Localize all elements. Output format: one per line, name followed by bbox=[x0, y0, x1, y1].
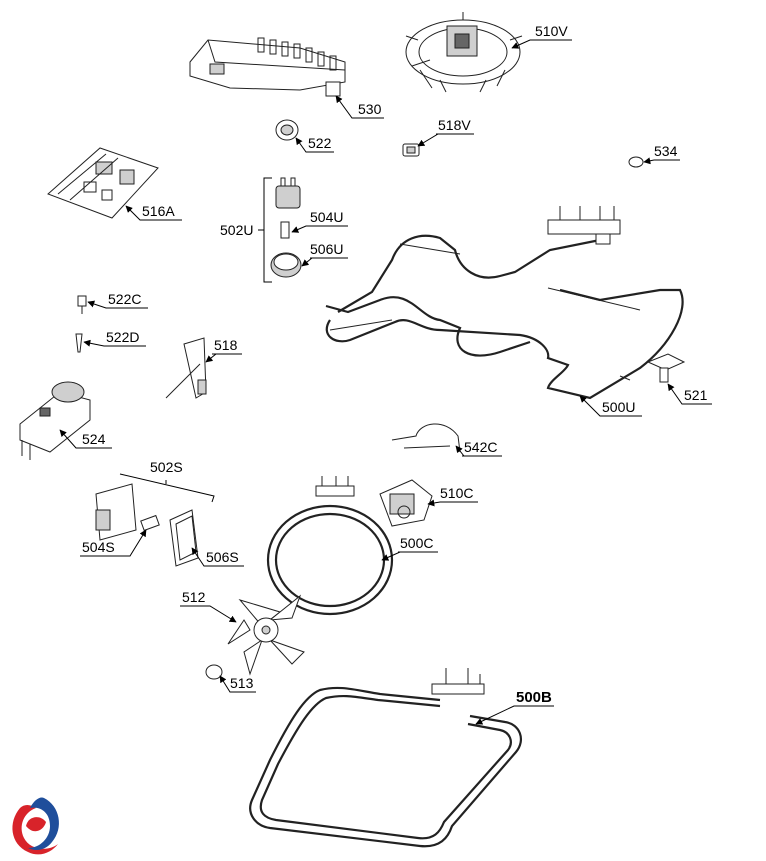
leader-504s bbox=[122, 529, 147, 557]
part-510v-fan-motor bbox=[405, 12, 523, 93]
label-502s: 502S bbox=[150, 459, 183, 475]
part-518v-thermostat bbox=[402, 143, 420, 157]
part-524-door-lock bbox=[19, 381, 91, 460]
part-530-terminal-block bbox=[189, 37, 346, 97]
label-534: 534 bbox=[654, 143, 678, 159]
label-521: 521 bbox=[684, 387, 708, 403]
label-512: 512 bbox=[182, 589, 206, 605]
leader-lines bbox=[59, 39, 712, 725]
label-510c: 510C bbox=[440, 485, 473, 501]
part-labels: 510V 530 522 518V 534 516A 502U 504U 506… bbox=[82, 23, 708, 706]
label-506s: 506S bbox=[206, 549, 239, 565]
label-522: 522 bbox=[308, 135, 332, 151]
leader-502s-bracket bbox=[119, 473, 215, 503]
leader-504u bbox=[291, 225, 348, 233]
label-522c: 522C bbox=[108, 291, 141, 307]
part-542c-clip bbox=[391, 423, 461, 453]
label-500c: 500C bbox=[400, 535, 433, 551]
label-504s: 504S bbox=[82, 539, 115, 555]
part-521-bracket bbox=[646, 353, 686, 383]
leader-512 bbox=[180, 605, 237, 623]
part-500b-bottom-element bbox=[249, 668, 522, 848]
label-underlines bbox=[80, 39, 712, 707]
label-510v: 510V bbox=[535, 23, 568, 39]
part-522-lamp-holder bbox=[275, 119, 299, 141]
leader-510v bbox=[511, 39, 572, 49]
part-534-lamp bbox=[628, 156, 644, 168]
part-510c-convection-motor bbox=[379, 479, 433, 527]
leader-506u bbox=[301, 257, 348, 267]
leader-518v bbox=[417, 133, 474, 147]
leader-500b bbox=[475, 705, 554, 725]
label-516a: 516A bbox=[142, 203, 175, 219]
part-522d-clip bbox=[75, 333, 83, 353]
label-518: 518 bbox=[214, 337, 238, 353]
part-516a-control-board bbox=[47, 147, 159, 219]
label-504u: 504U bbox=[310, 209, 343, 225]
part-500c-circular-element bbox=[266, 476, 394, 616]
label-506u: 506U bbox=[310, 241, 343, 257]
label-524: 524 bbox=[82, 431, 106, 447]
brand-logo-icon bbox=[12, 797, 59, 855]
leader-500c bbox=[381, 551, 438, 561]
part-500u-grill-element bbox=[325, 206, 684, 400]
label-513: 513 bbox=[230, 675, 254, 691]
part-502u-switch-group bbox=[270, 177, 302, 278]
leader-518 bbox=[205, 353, 242, 363]
label-530: 530 bbox=[358, 101, 382, 117]
part-518-thermostat-probe bbox=[165, 337, 207, 399]
label-500u: 500U bbox=[602, 399, 635, 415]
label-542c: 542C bbox=[464, 439, 497, 455]
label-522d: 522D bbox=[106, 329, 139, 345]
part-513-nut bbox=[205, 664, 223, 680]
part-522c-clip bbox=[77, 295, 87, 314]
part-512-fan-blade bbox=[227, 594, 305, 676]
label-518v: 518V bbox=[438, 117, 471, 133]
label-500b: 500B bbox=[516, 689, 552, 706]
label-502u: 502U bbox=[220, 222, 253, 238]
